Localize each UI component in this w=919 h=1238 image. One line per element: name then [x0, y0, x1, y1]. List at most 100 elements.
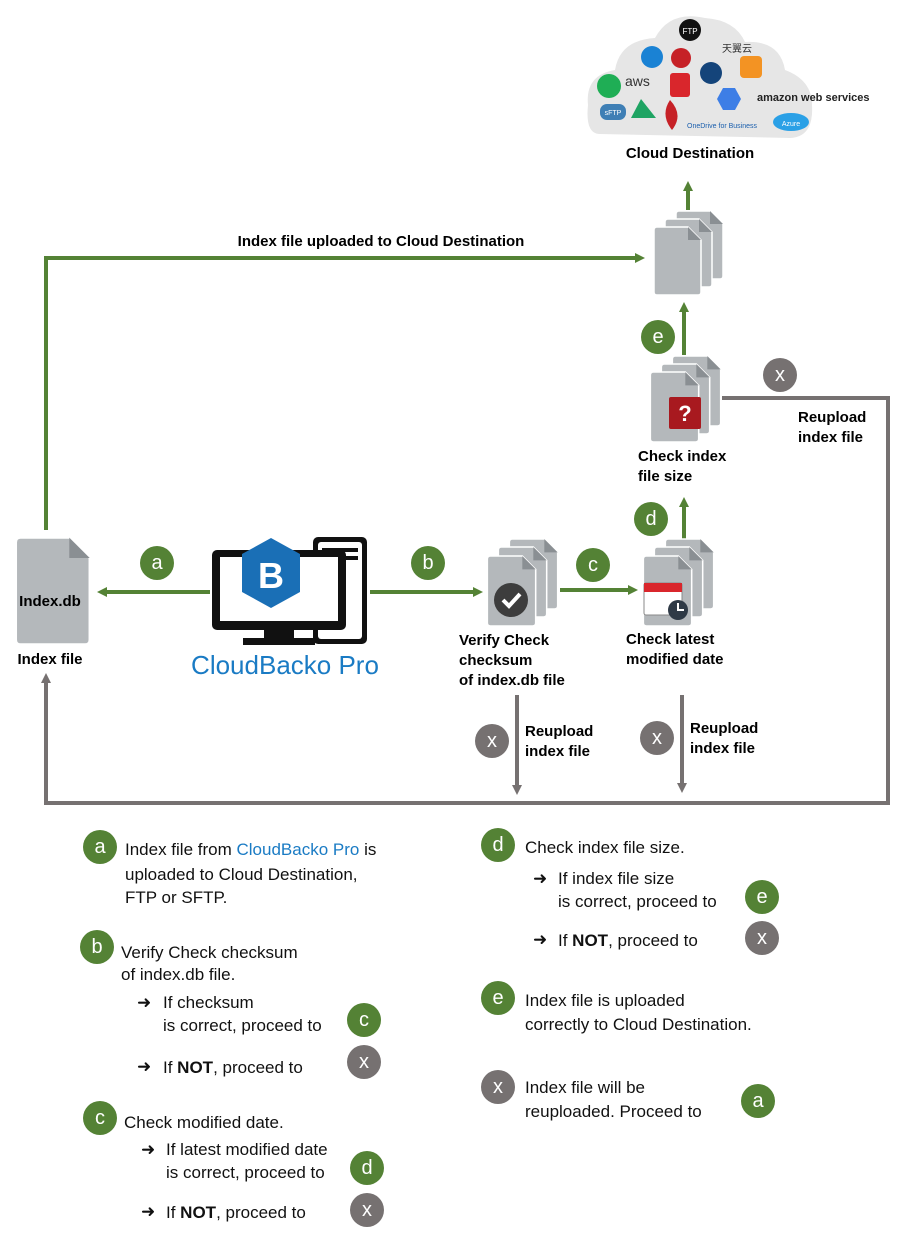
legend-c: c Check modified date. ➜ If latest modif…	[83, 1101, 384, 1227]
svg-text:Index file is uploaded: Index file is uploaded	[525, 991, 685, 1010]
ftp-logo-text: FTP	[682, 27, 697, 36]
step-badge-a: a	[140, 546, 174, 580]
step-badge-b: b	[411, 546, 445, 580]
top-line-label: Index file uploaded to Cloud Destination	[238, 233, 525, 250]
legend-e: e Index file is uploaded correctly to Cl…	[481, 981, 752, 1034]
index-db-file: Index.db	[14, 536, 91, 646]
svg-text:x: x	[359, 1051, 369, 1073]
reupload-line	[41, 396, 890, 805]
svg-text:Check modified date.: Check modified date.	[124, 1113, 284, 1132]
svg-text:is correct, proceed to: is correct, proceed to	[163, 1016, 322, 1035]
index-upload-line	[44, 253, 645, 530]
svg-text:is correct, proceed to: is correct, proceed to	[166, 1163, 325, 1182]
sftp-logo-icon	[600, 104, 626, 120]
onedrive-logo-icon	[700, 62, 722, 84]
cloudbacko-computer-icon: B	[212, 537, 367, 645]
svg-text:d: d	[645, 508, 656, 530]
calendar-clock-icon	[643, 582, 688, 620]
svg-text:If NOT, proceed to: If NOT, proceed to	[166, 1203, 306, 1222]
step-badge-x-top: x	[763, 358, 797, 392]
tianyi-cloud-logo: 天翼云	[722, 43, 752, 55]
dropbox-logo-icon	[641, 46, 663, 68]
arrow-right-icon: ➜	[533, 930, 547, 949]
svg-text:reuploaded. Proceed to: reuploaded. Proceed to	[525, 1102, 702, 1121]
svg-text:b: b	[91, 936, 102, 958]
svg-text:x: x	[775, 364, 785, 386]
product-name: CloudBacko Pro	[191, 650, 379, 680]
svg-text:If NOT, proceed to: If NOT, proceed to	[558, 931, 698, 950]
svg-text:d: d	[492, 834, 503, 856]
cloud-destination-label: Cloud Destination	[626, 145, 754, 162]
svg-text:e: e	[492, 987, 503, 1009]
verify-checksum-files	[486, 538, 559, 627]
arrow-right-icon: ➜	[141, 1202, 155, 1221]
svg-text:e: e	[756, 886, 767, 908]
backblaze-logo-icon	[671, 48, 691, 68]
wasabi-logo-icon	[597, 74, 621, 98]
svg-text:a: a	[752, 1090, 764, 1112]
check-size-files: ?	[649, 355, 722, 443]
aliyun-logo-icon	[740, 56, 762, 78]
svg-text:If NOT, proceed to: If NOT, proceed to	[163, 1058, 303, 1077]
svg-text:c: c	[588, 554, 598, 576]
google-drive-logo-icon	[631, 99, 656, 118]
svg-text:d: d	[361, 1157, 372, 1179]
svg-text:x: x	[493, 1076, 503, 1098]
svg-text:uploaded to Cloud Destination,: uploaded to Cloud Destination,	[125, 865, 358, 884]
svg-text:x: x	[362, 1199, 372, 1221]
arrow-right-icon: ➜	[137, 993, 151, 1012]
aws-logo: aws	[625, 73, 650, 89]
google-cloud-storage-logo-icon	[717, 88, 741, 110]
legend-a: a Index file from CloudBacko Pro is uplo…	[83, 830, 376, 907]
svg-text:is correct, proceed to: is correct, proceed to	[558, 892, 717, 911]
arrow-right-icon: ➜	[137, 1057, 151, 1076]
question-mark-icon	[669, 397, 701, 429]
svg-text:x: x	[487, 730, 497, 752]
svg-text:Index file will be: Index file will be	[525, 1078, 645, 1097]
svg-text:b: b	[422, 552, 433, 574]
firebase-logo-icon	[665, 100, 678, 130]
legend: a Index file from CloudBacko Pro is uplo…	[80, 828, 779, 1227]
svg-text:c: c	[359, 1009, 369, 1031]
checkmark-icon	[494, 583, 528, 617]
svg-text:correctly to Cloud Destination: correctly to Cloud Destination.	[525, 1015, 752, 1034]
sftp-logo-text: sFTP	[605, 110, 622, 117]
svg-text:x: x	[652, 727, 662, 749]
arrow-right-icon: ➜	[141, 1140, 155, 1159]
azure-logo-text: Azure	[782, 121, 800, 128]
svg-text:e: e	[652, 326, 663, 348]
step-badge-x-date: x	[640, 721, 674, 755]
svg-text:a: a	[94, 836, 106, 858]
amazon-web-services-logo: amazon web services	[757, 92, 870, 104]
legend-x: x Index file will be reuploaded. Proceed…	[481, 1070, 775, 1121]
openstack-logo-icon	[670, 73, 690, 97]
flow-lines	[41, 181, 890, 805]
legend-d: d Check index file size. ➜ If index file…	[481, 828, 779, 955]
index-file-name: Index.db	[19, 593, 81, 610]
legend-b: b Verify Check checksum of index.db file…	[80, 930, 381, 1079]
step-badge-e: e	[641, 320, 675, 354]
index-file-label: Index file	[17, 651, 82, 668]
onedrive-business-logo: OneDrive for Business	[687, 123, 758, 130]
svg-text:Verify Check checksum: Verify Check checksum	[121, 943, 298, 962]
svg-text:x: x	[757, 927, 767, 949]
step-badge-x-verify: x	[475, 724, 509, 758]
check-date-files	[642, 538, 715, 627]
svg-text:c: c	[95, 1107, 105, 1129]
step-badge-d: d	[634, 502, 668, 536]
step-badge-c: c	[576, 548, 610, 582]
svg-text:of index.db file.: of index.db file.	[121, 965, 235, 984]
svg-text:If latest modified date: If latest modified date	[166, 1140, 328, 1159]
cloud-destination-graphic: FTP 天翼云 aws amazon web services sFTP One…	[587, 16, 870, 138]
svg-text:If index file size: If index file size	[558, 869, 674, 888]
svg-text:If checksum: If checksum	[163, 993, 254, 1012]
uploaded-files-stack	[653, 210, 724, 296]
arrow-right-icon: ➜	[533, 869, 547, 888]
